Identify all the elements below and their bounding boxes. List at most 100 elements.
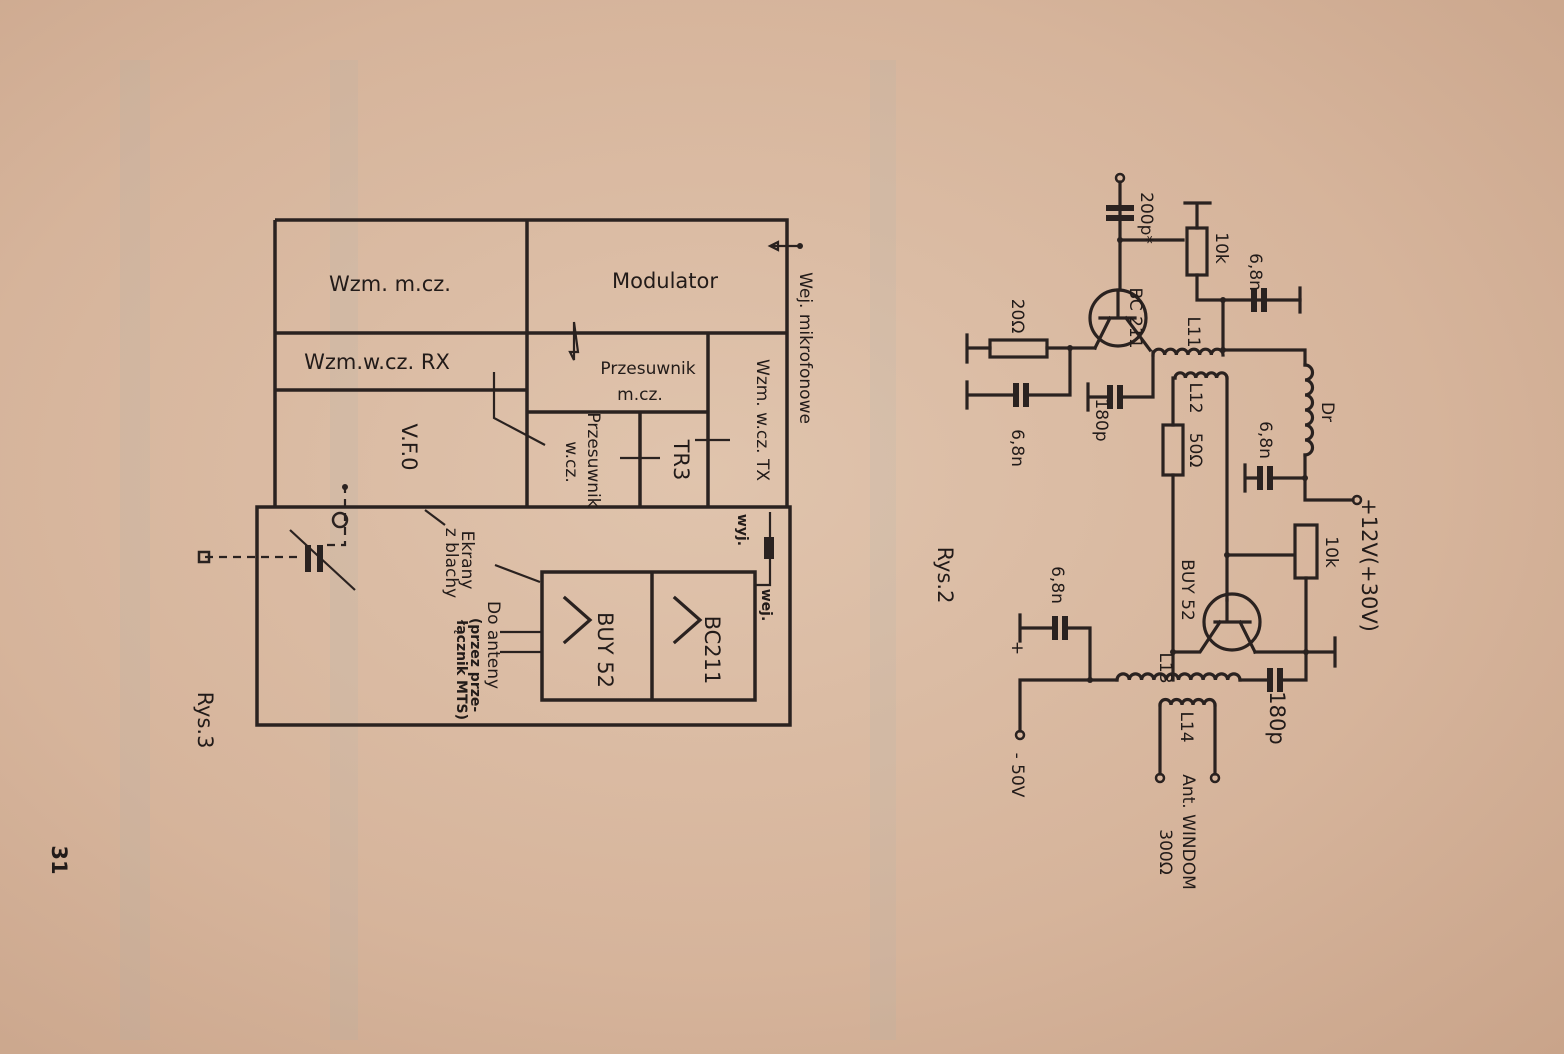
junction	[1087, 677, 1093, 683]
inductor-dr	[1303, 363, 1315, 457]
connector	[764, 537, 774, 559]
capacitor-6n8	[1052, 616, 1068, 640]
wire	[1238, 576, 1337, 682]
junction	[1303, 649, 1309, 655]
label-shields-2: z blachy	[441, 528, 461, 598]
wire	[1221, 348, 1307, 367]
block-diagram: Wzm. m.cz. Modulator Wzm.w.cz. RX Przesu…	[193, 218, 815, 748]
resistor-20	[988, 338, 1049, 359]
capacitor-180p	[1267, 668, 1283, 692]
potentiometer-10k	[1185, 226, 1209, 277]
label-shields: Ekrany	[457, 531, 477, 590]
amplifier-symbol	[562, 595, 593, 645]
transistor-box	[540, 570, 757, 702]
variable-capacitor-arrow	[289, 529, 356, 591]
outer-frame-top	[273, 218, 789, 507]
wire	[1018, 613, 1119, 733]
block-rf-shifter: Przesuwnik	[583, 412, 603, 507]
supply-terminal	[1351, 494, 1363, 506]
label-c-68n-left: 6,8n	[1007, 429, 1027, 467]
label-pot-right: 10k	[1321, 536, 1341, 568]
resistor-50	[1161, 423, 1185, 477]
label-antenna-3: łącznik MTS)	[453, 619, 469, 720]
label-l12: L12	[1185, 382, 1205, 413]
figure-2-caption: Rys.2	[933, 547, 957, 604]
inductor-l12	[1173, 371, 1229, 380]
capacitor-6n8	[1251, 288, 1267, 312]
label-antenna: Do anteny	[483, 601, 503, 689]
label-minus-supply: - 50V	[1007, 753, 1027, 798]
label-c-200p: 200p*	[1136, 192, 1156, 244]
label-plus: +	[1007, 641, 1027, 655]
junction	[1117, 237, 1123, 243]
capacitor-6n8	[1257, 466, 1273, 490]
junction	[1220, 297, 1226, 303]
label-c-68n-top: 6,8n	[1245, 253, 1265, 291]
label-supply: +12V(+30V)	[1357, 498, 1381, 632]
circuit-schematic: 200p* 10k 6,8n BC 211 L11 20Ω 6,8n 180p …	[933, 172, 1381, 890]
block-bc211: BC211	[700, 616, 724, 685]
shaft-knob	[197, 550, 211, 564]
block-af-amp: Wzm. m.cz.	[329, 272, 451, 296]
terminal	[342, 484, 348, 490]
label-input: wej.	[758, 589, 774, 622]
block-modulator: Modulator	[612, 269, 718, 293]
label-l11: L11	[1183, 316, 1203, 347]
wire	[1024, 346, 1097, 397]
label-r-20: 20Ω	[1007, 299, 1027, 334]
label-dr: Dr	[1317, 402, 1337, 422]
show-through-stripe	[120, 60, 150, 1040]
block-rf-shifter-2: w.cz.	[561, 441, 581, 482]
junction	[1224, 552, 1230, 558]
wire	[1243, 453, 1355, 502]
ground	[1183, 201, 1212, 230]
label-c-180p-right: 180p	[1265, 691, 1289, 744]
inductor-l13	[1115, 672, 1242, 682]
transistor-leads	[1171, 598, 1258, 655]
capacitor-180p	[1107, 385, 1123, 409]
antenna-terminal	[1154, 772, 1166, 784]
outer-frame-bottom	[255, 505, 792, 727]
negative-supply-terminal	[1014, 729, 1026, 741]
potentiometer-10k	[1293, 523, 1319, 580]
label-c-68n-dr: 6,8n	[1255, 421, 1275, 459]
junction	[1302, 475, 1308, 481]
tuning-shaft	[205, 485, 347, 559]
show-through-stripe	[870, 60, 896, 1040]
antenna-wire	[500, 630, 542, 654]
block-rf-amp-tx: Wzm. w.cz. TX	[752, 359, 772, 481]
gear-lamp-icon	[331, 511, 349, 529]
wire	[1086, 350, 1155, 412]
block-buy52: BUY 52	[593, 612, 617, 688]
label-mic-input: Wej. mikrofonowe	[795, 272, 815, 424]
label-output: wyj.	[734, 514, 750, 546]
antenna-terminal	[1209, 772, 1221, 784]
junction	[1067, 345, 1073, 351]
page-number: 31	[47, 845, 71, 874]
block-vfo: V.F.0	[397, 423, 421, 470]
label-pot-top: 10k	[1211, 232, 1231, 264]
wire	[1158, 703, 1217, 776]
inductor-l14	[1158, 697, 1217, 707]
inductor-l11	[1151, 347, 1225, 357]
show-through-stripe	[330, 60, 358, 1040]
label-q1: BC 211	[1125, 287, 1145, 348]
label-antenna-2: (przez prze-	[467, 618, 483, 713]
label-antenna-impedance: 300Ω	[1155, 829, 1175, 874]
label-r-50: 50Ω	[1185, 433, 1205, 468]
arrow	[568, 321, 580, 361]
label-l13: L13	[1155, 652, 1175, 683]
capacitor-6n8	[1013, 383, 1029, 407]
arrow	[620, 438, 730, 460]
label-l14: L14	[1176, 711, 1196, 742]
block-tr3: TR3	[669, 439, 693, 481]
arrow	[492, 372, 546, 446]
block-af-shifter: Przesuwnik	[600, 359, 695, 379]
mic-arrow	[767, 240, 800, 252]
transistor-leads	[1092, 288, 1153, 353]
capacitor-200p	[1106, 205, 1134, 221]
ground	[965, 333, 1016, 410]
amplifier-symbol	[672, 595, 703, 645]
